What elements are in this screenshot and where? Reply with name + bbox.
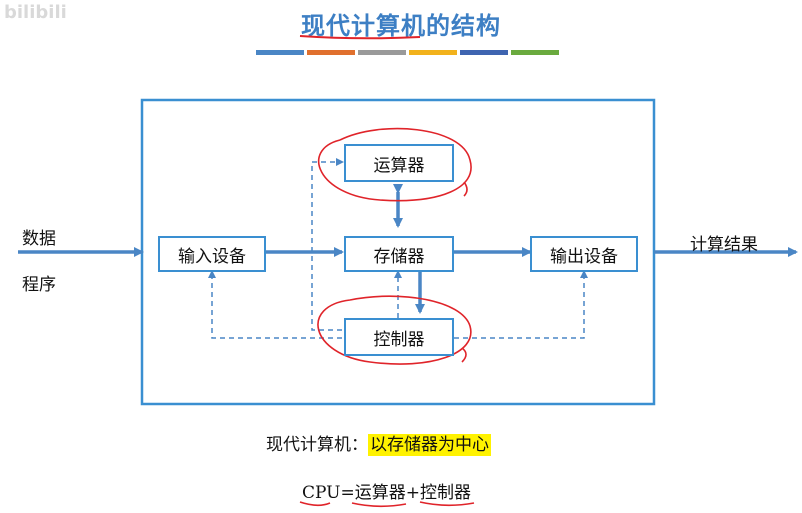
output-device-box: 输出设备 xyxy=(530,236,638,272)
caption-line: 现代计算机：以存储器为中心 xyxy=(266,430,491,456)
control-box: 控制器 xyxy=(344,318,454,356)
color-bar-segment xyxy=(358,50,406,55)
formula-control: 控制器 xyxy=(419,483,471,503)
output-device-label: 输出设备 xyxy=(550,246,618,267)
control-to-input-signal xyxy=(208,270,342,339)
control-circle-annotation xyxy=(317,295,472,365)
input-device-label: 输入设备 xyxy=(178,246,246,267)
formula-plus: + xyxy=(405,483,420,503)
control-label: 控制器 xyxy=(373,329,425,350)
alu-box: 运算器 xyxy=(344,144,454,182)
caption-highlight: 以存储器为中心 xyxy=(368,434,491,456)
alu-underline-annotation xyxy=(351,502,407,508)
input-program-label: 程序 xyxy=(22,275,56,295)
color-bar-segment xyxy=(511,50,559,55)
input-device-box: 输入设备 xyxy=(158,236,266,272)
input-data-label: 数据 xyxy=(22,229,56,249)
control-underline-annotation xyxy=(419,501,475,507)
alu-circle-annotation xyxy=(317,127,472,202)
cpu-formula: CPU=运算器+控制器 xyxy=(302,478,471,503)
memory-label: 存储器 xyxy=(373,246,425,267)
control-to-output-signal xyxy=(454,270,588,339)
formula-cpu: CPU xyxy=(302,483,341,503)
formula-alu: 运算器 xyxy=(354,483,406,503)
bilibili-watermark: bilibili xyxy=(4,2,67,23)
output-result-label: 计算结果 xyxy=(690,235,758,255)
slide-title: 现代计算机的结构 xyxy=(301,12,501,40)
formula-equals: = xyxy=(340,483,355,503)
alu-label: 运算器 xyxy=(373,155,425,176)
memory-box: 存储器 xyxy=(344,236,454,272)
color-bar-segment xyxy=(409,50,457,55)
caption-prefix: 现代计算机： xyxy=(266,435,368,455)
cpu-underline-annotation xyxy=(299,501,331,507)
title-underline-annotation xyxy=(299,35,421,40)
title-color-bar xyxy=(256,50,559,55)
color-bar-segment xyxy=(307,50,355,55)
color-bar-segment xyxy=(256,50,304,55)
color-bar-segment xyxy=(460,50,508,55)
